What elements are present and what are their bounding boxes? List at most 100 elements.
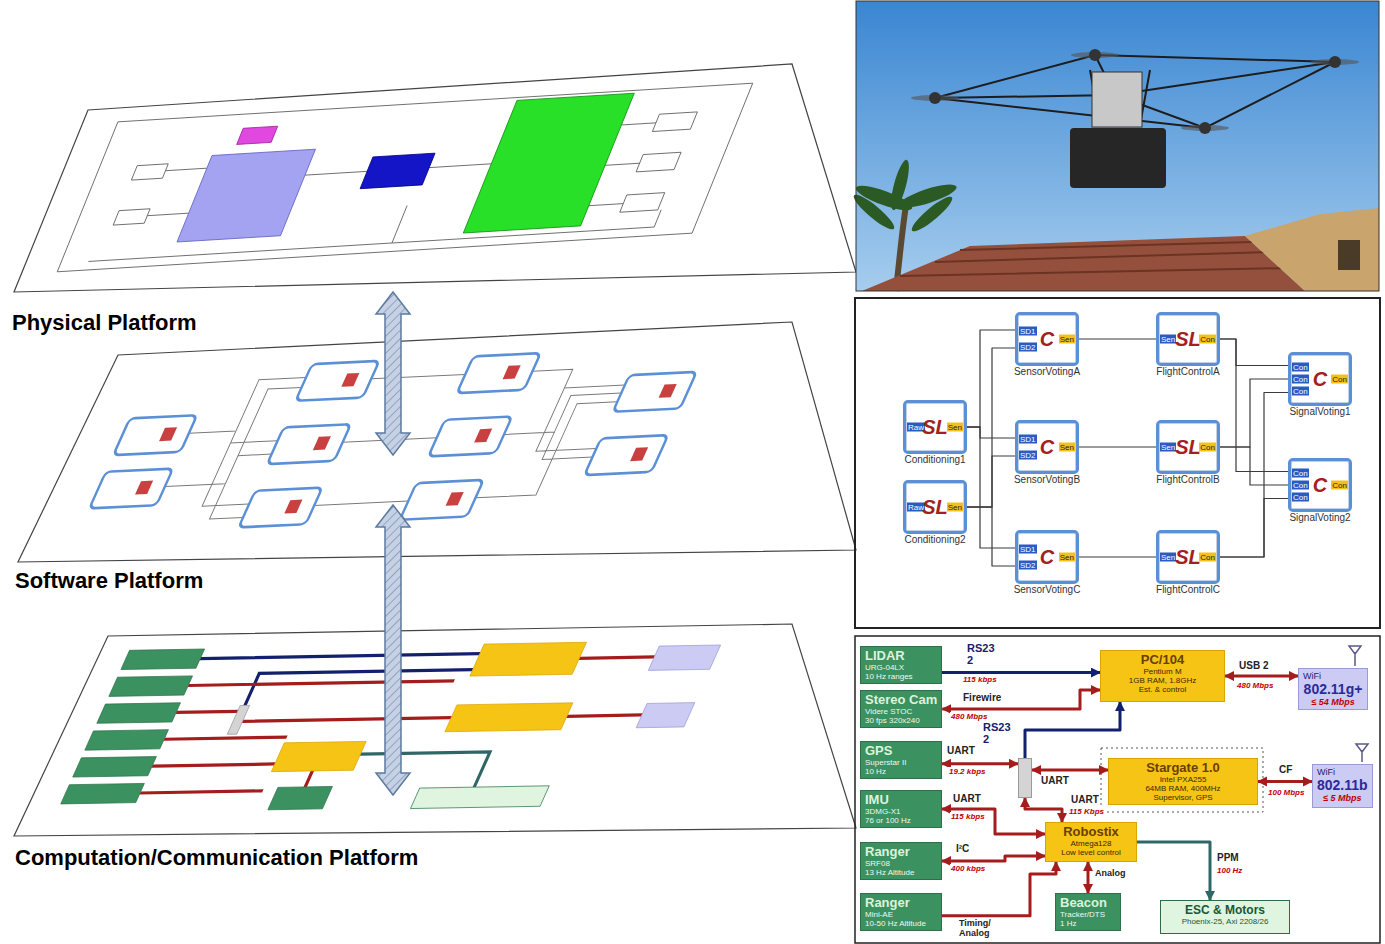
block-name: SignalVoting2 — [1289, 512, 1350, 524]
physical-plane-part-part — [57, 83, 752, 272]
box-title: Stargate 1.0 — [1113, 761, 1253, 775]
box-detail: 13 Hz Altitude — [865, 868, 937, 877]
hardware-plane-part-part-part — [121, 649, 205, 670]
hardware-plane-part — [14, 624, 856, 836]
signal-line — [967, 427, 1015, 438]
box-detail: Est. & control — [1105, 685, 1220, 694]
port-label: SD1 — [1019, 327, 1037, 336]
software-plane-part-part-part — [267, 424, 351, 464]
wifi-standard: 802.11b — [1317, 777, 1368, 793]
box-detail: Tracker/DTS — [1060, 910, 1116, 919]
signal-line — [967, 427, 1015, 548]
bus-label: I²C — [955, 843, 970, 855]
helicopter-photo-part-part — [1329, 56, 1341, 68]
data-rate: 480 Mbps — [1236, 681, 1274, 690]
helicopter-photo-part-part — [887, 158, 912, 211]
hardware-plane-part-part-part — [85, 730, 169, 751]
port-label: Sen — [1059, 443, 1075, 452]
box-title: PC/104 — [1105, 653, 1220, 667]
data-rate: 115 kbps — [962, 675, 998, 684]
software-plane-part-part-part — [474, 429, 492, 443]
data-rate: ≤ 5 Mbps — [1317, 793, 1368, 803]
helicopter-photo-part — [929, 49, 1341, 134]
helicopter-photo-part-part — [1199, 122, 1211, 134]
box-detail: 1 Hz — [1060, 919, 1116, 928]
physical-plane-part-part — [636, 152, 681, 172]
box-detail: Intel PXA255 — [1113, 775, 1253, 784]
software-plane-part-part-part — [503, 365, 521, 379]
sensor-box: GPSSuperstar II10 Hz — [860, 741, 942, 779]
helicopter-photo-part-part — [850, 191, 898, 234]
data-rate: 19.2 kbps — [948, 767, 986, 776]
helicopter-photo-part — [856, 1, 1379, 291]
block-name: FlightControlA — [1156, 366, 1219, 378]
box-title: GPS — [865, 744, 937, 758]
port-label: Sen — [1160, 553, 1176, 562]
box-detail: 30 fps 320x240 — [865, 716, 937, 725]
bus-label: UART — [1070, 794, 1100, 806]
signal-line — [967, 507, 1015, 566]
hardware-plane-part-part-part — [470, 642, 587, 676]
port-label: Con — [1292, 387, 1309, 396]
hardware-plane-part-part-part — [268, 786, 333, 809]
hardware-plane-part-part — [227, 705, 249, 734]
signal-line — [1079, 446, 1156, 447]
software-plane-part-part-part — [89, 469, 173, 509]
wifi-box: WiFi802.11g+≤ 54 Mbps — [1298, 668, 1368, 710]
software-block: SD1SD2CSenSensorVotingC — [1015, 530, 1079, 584]
physical-plane-part-part — [360, 153, 435, 188]
port-label: SD2 — [1019, 561, 1037, 570]
bus-arrow — [942, 690, 1100, 709]
software-block: ConConConCConSignalVoting1 — [1288, 352, 1352, 406]
bus-arrow — [1087, 862, 1090, 893]
box-detail: Videre STOC — [865, 707, 937, 716]
block-name: SignalVoting1 — [1289, 406, 1350, 418]
bus-label: RS23 2 — [966, 642, 1000, 666]
panel-frame-part — [1101, 748, 1263, 812]
box-detail: URG-04LX — [865, 663, 937, 672]
helicopter-photo-part — [1070, 128, 1166, 188]
helicopter-photo-part-part — [1089, 49, 1101, 61]
block-name: FlightControlC — [1156, 584, 1220, 596]
block-name: FlightControlB — [1156, 474, 1219, 486]
data-rate: 115 kbps — [950, 812, 986, 821]
box-detail: Pentium M — [1105, 667, 1220, 676]
data-rate: 100 Mbps — [1267, 788, 1305, 797]
port-label: Con — [1292, 375, 1309, 384]
port-label: Con — [1199, 553, 1216, 562]
helicopter-photo-part-part — [908, 193, 956, 236]
software-plane-part-part-part — [159, 427, 177, 441]
bus-arrow — [1025, 702, 1120, 758]
helicopter-photo-part — [850, 158, 958, 235]
port-label: Con — [1292, 363, 1309, 372]
software-block: SenSLConFlightControlC — [1156, 530, 1220, 584]
block-name: Conditioning2 — [904, 534, 965, 546]
box-detail: 1GB RAM, 1.8GHz — [1105, 676, 1220, 685]
bus-label: USB 2 — [1238, 660, 1269, 672]
hardware-plane-part-part-part — [97, 703, 181, 724]
software-block: SD1SD2CSenSensorVotingB — [1015, 420, 1079, 474]
signal-line — [967, 348, 1015, 507]
helicopter-photo-part-part — [935, 55, 1335, 128]
bus-arrow — [942, 809, 1045, 834]
helicopter-photo-part-part — [935, 55, 1335, 128]
signal-line — [967, 330, 1015, 427]
sensor-box: IMU3DMG-X176 or 100 Hz — [860, 790, 942, 828]
software-plane-part-part-part — [613, 372, 697, 412]
port-label: SD2 — [1019, 451, 1037, 460]
data-rate: 100 Hz — [1216, 866, 1243, 875]
hardware-plane-part-part-part — [61, 783, 145, 804]
software-plane-part-part-part — [400, 480, 484, 520]
block-name: SensorVotingC — [1014, 584, 1081, 596]
sensor-box: RangerSRF0813 Hz Altitude — [860, 842, 942, 880]
port-label: Sen — [947, 423, 963, 432]
physical-plane-part-part — [463, 93, 634, 233]
software-block: SenSLConFlightControlA — [1156, 312, 1220, 366]
box-detail: Atmega128 — [1050, 839, 1132, 848]
hardware-plane-part-part — [648, 645, 720, 670]
bus-label: CF — [1278, 764, 1293, 776]
antenna-symbol-part — [1349, 646, 1361, 666]
sensor-box: LIDARURG-04LX10 Hz ranges — [860, 646, 942, 684]
box-detail: Superstar II — [865, 758, 937, 767]
box-detail: SRF08 — [865, 859, 937, 868]
